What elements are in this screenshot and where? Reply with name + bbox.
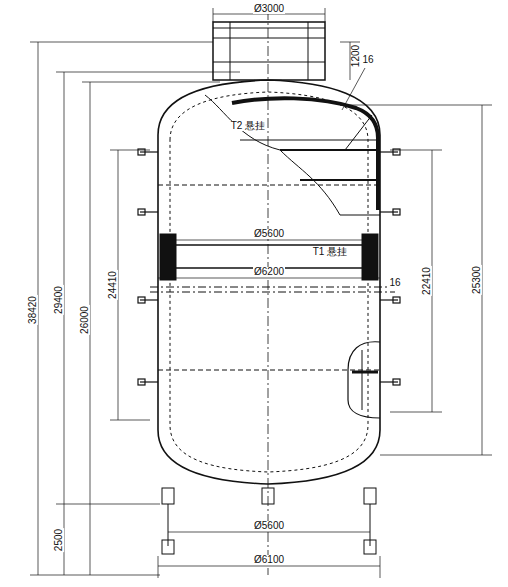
lug-plate [393,209,400,215]
lug [380,381,398,382]
dimension-label: 22410 [422,266,432,296]
dimension-label: Ø6200 [253,267,285,277]
lug-plate [138,297,145,303]
lug [380,299,398,300]
dimension-label: 25300 [472,265,482,295]
lug [140,381,158,382]
dimension-label: Ø5600 [253,229,285,239]
lug [140,151,158,152]
dimension-label: 16 [388,278,401,288]
lug [140,299,158,300]
lug [380,211,398,212]
dimension-label: Ø5600 [253,521,285,531]
dimension-label: 29400 [54,285,64,315]
lug-plate [138,209,145,215]
lug-plate [393,379,400,385]
dimension-label: 24410 [108,270,118,300]
dimension-label: 26000 [80,305,90,335]
dimension-label: T2 悬挂 [230,121,266,131]
lug-plate [393,297,400,303]
lug-plate [138,379,145,385]
lug [380,151,398,152]
lug [140,211,158,212]
dimension-label: T1 悬挂 [312,247,348,257]
dimension-label: 38420 [28,295,38,325]
dimension-label: Ø6100 [253,555,285,565]
dimension-label: 16 [361,55,374,65]
dimension-label: 2500 [54,528,64,552]
dimension-label: 1200 [351,44,361,68]
dimension-label: Ø3000 [253,4,285,14]
